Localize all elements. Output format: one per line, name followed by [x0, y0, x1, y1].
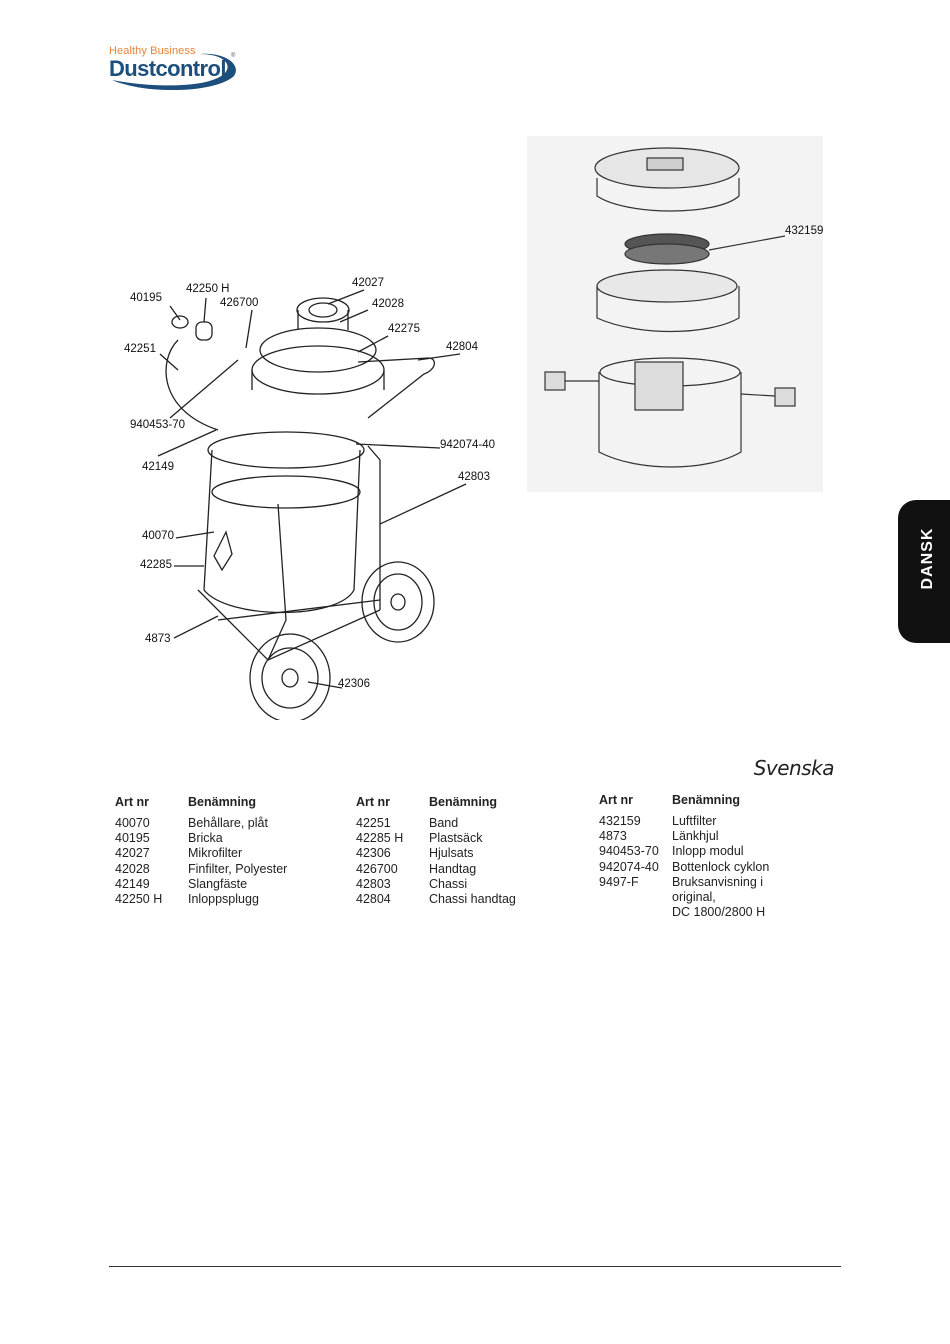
art-nr-cell: 42804: [356, 892, 391, 906]
callout-42306: 42306: [338, 678, 370, 690]
art-nr-cell: 42027: [115, 846, 150, 861]
art-nr-cell: 426700: [356, 861, 398, 876]
benamning-cell: Chassi: [429, 876, 468, 891]
callout-40070: 40070: [142, 530, 174, 542]
callout-432159: 432159: [785, 225, 824, 237]
callout-42804: 42804: [446, 341, 478, 353]
vacuum-exploded-diagram: 40195 42250 H 426700 42027 42028 42275 4…: [118, 270, 518, 720]
parts-table-3: Art nr Benämning 432159 Luftfilter 4873 Län…: [599, 793, 839, 933]
benamning-cell: Bricka: [188, 831, 223, 846]
logo-swoosh: [112, 53, 236, 91]
benamning-cell: Chassi handtag: [429, 892, 516, 906]
callout-42250h: 42250 H: [186, 283, 230, 295]
callout-42149: 42149: [142, 461, 174, 473]
benamning-cell: Hjulsats: [429, 846, 474, 861]
art-nr-cell: 942074-40: [599, 859, 659, 874]
callout-42028: 42028: [372, 298, 404, 310]
benamning-cell: Band: [429, 816, 459, 830]
art-nr-cell: 42251: [356, 816, 391, 830]
callout-42251: 42251: [124, 343, 156, 355]
callout-42027: 42027: [352, 277, 384, 289]
header-benamning: Benämning: [429, 795, 498, 809]
benamning-cell: Slangfäste: [188, 876, 248, 891]
header-art-nr: Art nr: [599, 793, 634, 807]
callout-942074-40: 942074-40: [440, 439, 495, 451]
benamning-cell: Finfilter, Polyester: [188, 861, 288, 876]
logo-tagline: Healthy Business: [109, 45, 196, 57]
callout-40195: 40195: [130, 292, 162, 304]
art-nr-cell: 432159: [599, 814, 641, 828]
benamning-cell: DC 1800/2800 H: [672, 905, 766, 920]
benamning-cell: Luftfilter: [672, 814, 717, 828]
benamning-cell: original,: [672, 890, 716, 904]
section-language-title: Svenska: [753, 756, 835, 780]
art-nr-cell: 42306: [356, 846, 391, 861]
art-nr-cell: 42285 H: [356, 831, 404, 846]
cyclone-exploded-diagram: 432159: [527, 136, 823, 492]
benamning-cell: Plastsäck: [429, 831, 483, 846]
benamning-cell: Behållare, plåt: [188, 816, 268, 830]
language-tab-label: DANSK: [919, 527, 936, 590]
logo-registered-mark: ®: [231, 53, 236, 59]
benamning-cell: Bruksanvisning i: [672, 874, 764, 889]
art-nr-cell: 42803: [356, 876, 391, 891]
art-nr-cell: 42028: [115, 861, 150, 876]
parts-table-2: Art nr Benämning 42251 Band 42285 H Plastsä…: [356, 795, 576, 915]
header-art-nr: Art nr: [356, 795, 391, 809]
language-tab: DANSK: [898, 500, 950, 643]
art-nr-cell: 40195: [115, 831, 150, 846]
art-nr-cell: 42149: [115, 876, 150, 891]
benamning-cell: Handtag: [429, 861, 477, 876]
header-benamning: Benämning: [188, 795, 257, 809]
art-nr-cell: 9497-F: [599, 874, 639, 889]
cyclone-drawing: [544, 147, 796, 468]
header-art-nr: Art nr: [115, 795, 150, 809]
art-nr-cell: 940453-70: [599, 844, 659, 859]
benamning-cell: Inloppsplugg: [188, 892, 259, 906]
art-nr-cell: 4873: [599, 829, 627, 844]
callout-42803: 42803: [458, 471, 490, 483]
callout-4873: 4873: [145, 633, 171, 645]
header-benamning: Benämning: [672, 793, 741, 807]
footer-rule: [109, 1266, 841, 1267]
benamning-cell: Inlopp modul: [672, 844, 744, 859]
callout-42275: 42275: [388, 323, 420, 335]
art-nr-cell: 40070: [115, 816, 150, 830]
callout-940453-70: 940453-70: [130, 419, 185, 431]
vacuum-drawing: [157, 289, 467, 720]
callout-42285: 42285: [140, 559, 172, 571]
art-nr-cell: 42250 H: [115, 892, 163, 906]
benamning-cell: Mikrofilter: [188, 846, 243, 861]
logo-wordmark: Dustcontrol: [109, 56, 226, 81]
parts-table-1: Art nr Benämning 40070 Behållare, plåt 401…: [115, 795, 335, 915]
callout-426700: 426700: [220, 297, 259, 309]
benamning-cell: Bottenlock cyklon: [672, 859, 770, 874]
benamning-cell: Länkhjul: [672, 829, 719, 844]
